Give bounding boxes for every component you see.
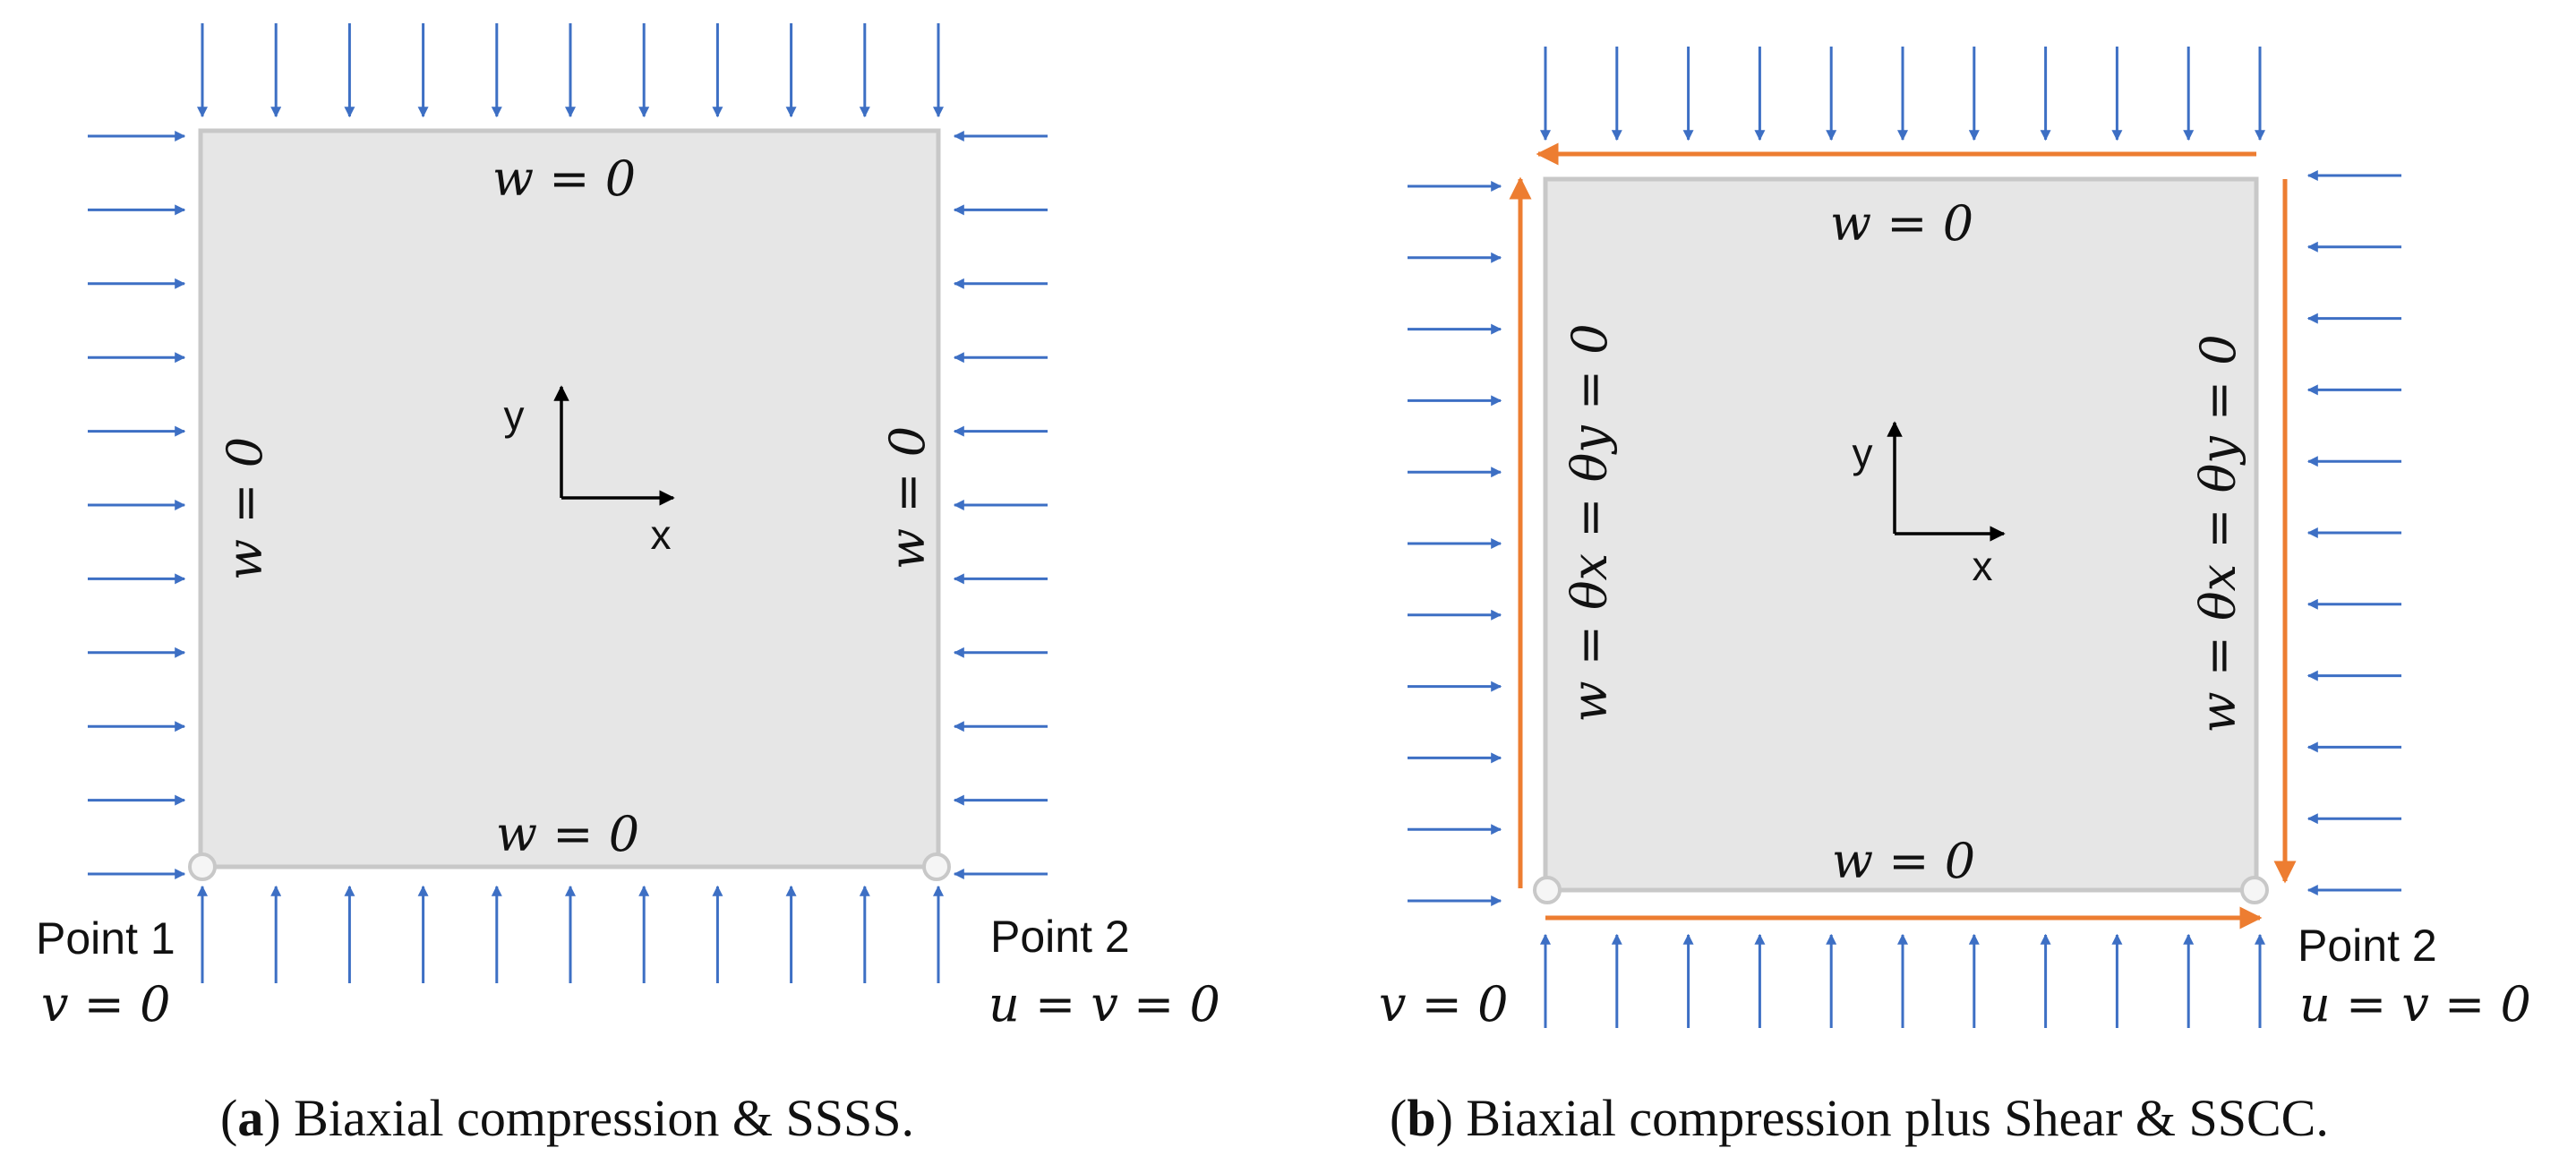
point1-constraint-b: v = 0 [1379, 976, 1508, 1032]
caption-text-b: Biaxial compression plus Shear & SSCC. [1453, 1089, 2329, 1147]
bc-top-a: w = 0 [492, 150, 636, 207]
support-point1-a [188, 852, 217, 881]
point1-label-a: Point 1 [36, 913, 175, 964]
bc-right-a: w = 0 [879, 426, 936, 570]
bc-left-a: w = 0 [217, 437, 273, 580]
axis-triad-b: y x [1853, 421, 2006, 589]
point2-constraint-a: u = v = 0 [988, 976, 1220, 1032]
point2-label-b: Point 2 [2298, 921, 2437, 971]
axis-triad-a: y x [504, 385, 675, 558]
support-point2-b [2240, 876, 2269, 904]
caption-tag-a: a [237, 1089, 263, 1147]
point2-label-a: Point 2 [990, 912, 1130, 962]
caption-a: (a) Biaxial compression & SSSS. [220, 1089, 914, 1147]
support-point2-a [922, 852, 951, 881]
axis-y-label-a: y [504, 392, 525, 439]
caption-text-a: Biaxial compression & SSSS. [281, 1089, 914, 1147]
loads-a [88, 23, 1048, 983]
bc-bottom-b: w = 0 [1832, 833, 1975, 889]
axis-x-label-b: x [1973, 543, 1993, 589]
caption-b: (b) Biaxial compression plus Shear & SSC… [1390, 1089, 2329, 1147]
support-point1-b [1533, 876, 1562, 904]
panel-a: w = 0 w = 0 w = 0 w = 0 y x Point 1 v = … [36, 23, 1220, 1147]
bc-bottom-a: w = 0 [496, 806, 639, 862]
point2-constraint-b: u = v = 0 [2299, 976, 2531, 1032]
loads-b [1408, 47, 2401, 1028]
point1-constraint-a: v = 0 [41, 976, 170, 1032]
panel-b: w = 0 w = 0 w = θx = θy = 0 w = θx = θy … [1379, 47, 2531, 1147]
shear-arrows-b [1509, 142, 2297, 929]
bc-left-b: w = θx = θy = 0 [1562, 323, 1618, 722]
bc-right-b: w = θx = θy = 0 [2190, 334, 2247, 732]
caption-tag-b: b [1407, 1089, 1435, 1147]
axis-x-label-a: x [651, 511, 672, 558]
bc-top-b: w = 0 [1830, 195, 1973, 252]
axis-y-label-b: y [1853, 430, 1873, 476]
